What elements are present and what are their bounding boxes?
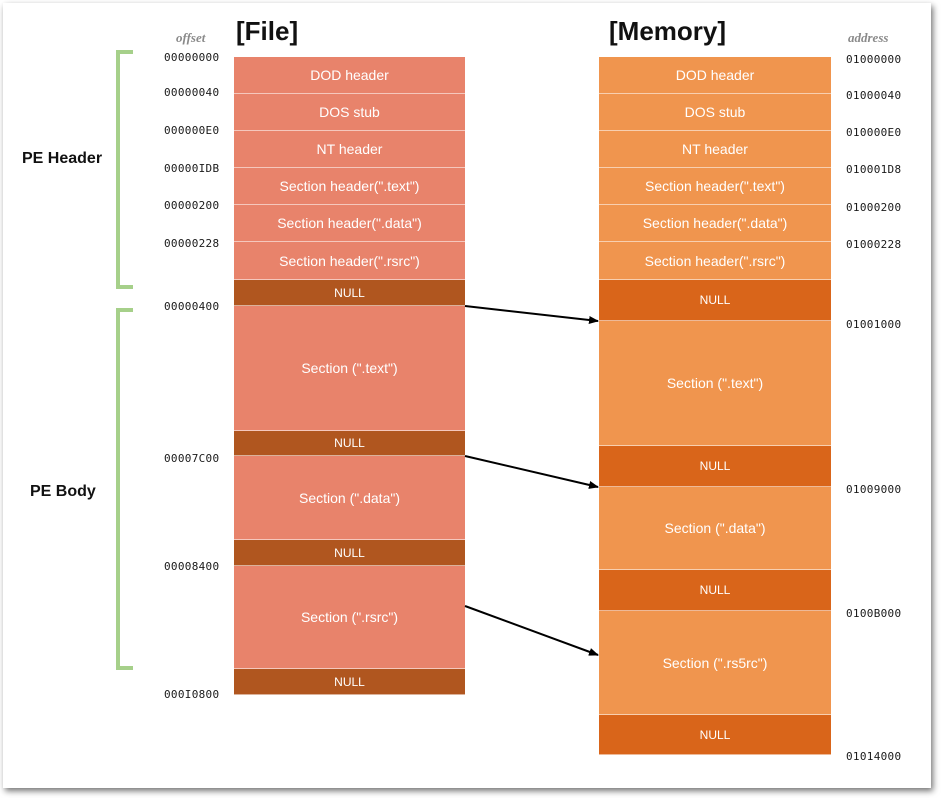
address-value: 01000000 — [846, 53, 902, 66]
file-block-section-rsrc: Section (".rsrc") — [234, 566, 465, 669]
address-value: 01014000 — [846, 750, 902, 763]
address-value: 01000040 — [846, 89, 902, 102]
file-block-null-4: NULL — [234, 669, 465, 695]
offset-value: 000I0800 — [164, 688, 220, 701]
rsrc-section-arrow — [464, 605, 599, 656]
memory-block-null-3: NULL — [599, 570, 831, 611]
memory-block-section-header-rsrc: Section header(".rsrc") — [599, 242, 831, 280]
file-block-section-data: Section (".data") — [234, 456, 465, 540]
memory-block-section-text: Section (".text") — [599, 321, 831, 446]
pe-header-bracket — [116, 50, 133, 289]
memory-block-dos-header: DOD header — [599, 57, 831, 94]
text-section-arrow — [464, 305, 599, 324]
offset-value: 000000E0 — [164, 124, 220, 137]
file-block-section-header-text: Section header(".text") — [234, 168, 465, 205]
memory-block-null-4: NULL — [599, 715, 831, 755]
pe-header-label: PE Header — [22, 150, 103, 167]
file-block-dos-header: DOD header — [234, 57, 465, 94]
memory-title: [Memory] — [609, 16, 727, 46]
file-title: [File] — [236, 16, 299, 46]
memory-block-section-header-data: Section header(".data") — [599, 205, 831, 242]
address-label: address — [848, 30, 889, 45]
address-value: 010000E0 — [846, 126, 902, 139]
pe-body-bracket — [116, 308, 133, 670]
address-value: 01001000 — [846, 318, 902, 331]
memory-block-null-1: NULL — [599, 280, 831, 321]
offset-value: 00000400 — [164, 300, 220, 313]
offset-value: 00000040 — [164, 86, 220, 99]
offset-label: offset — [176, 30, 206, 45]
file-block-nt-header: NT header — [234, 131, 465, 168]
address-value: 01000228 — [846, 238, 902, 251]
file-block-null-1: NULL — [234, 280, 465, 306]
address-value: 01009000 — [846, 483, 902, 496]
memory-block-null-2: NULL — [599, 446, 831, 487]
address-value: 010001D8 — [846, 163, 902, 176]
memory-block-section-header-text: Section header(".text") — [599, 168, 831, 205]
address-value: 01000200 — [846, 201, 902, 214]
file-block-section-header-rsrc: Section header(".rsrc") — [234, 242, 465, 280]
pe-body-label: PE Body — [30, 483, 96, 500]
offset-value: 00007C00 — [164, 452, 220, 465]
memory-block-section-rsrc: Section (".rs5rc") — [599, 611, 831, 715]
file-block-section-header-data: Section header(".data") — [234, 205, 465, 242]
offset-value: 00000IDB — [164, 162, 220, 175]
offset-value: 00000200 — [164, 199, 220, 212]
memory-block-nt-header: NT header — [599, 131, 831, 168]
file-block-dos-stub: DOS stub — [234, 94, 465, 131]
memory-block-dos-stub: DOS stub — [599, 94, 831, 131]
offset-value: 00008400 — [164, 560, 220, 573]
address-value: 0100B000 — [846, 607, 902, 620]
offset-value: 00000228 — [164, 237, 220, 250]
offset-value: 00000000 — [164, 51, 220, 64]
file-block-null-3: NULL — [234, 540, 465, 566]
data-section-arrow — [464, 455, 599, 489]
file-block-section-text: Section (".text") — [234, 306, 465, 431]
memory-block-section-data: Section (".data") — [599, 487, 831, 570]
file-block-null-2: NULL — [234, 431, 465, 456]
